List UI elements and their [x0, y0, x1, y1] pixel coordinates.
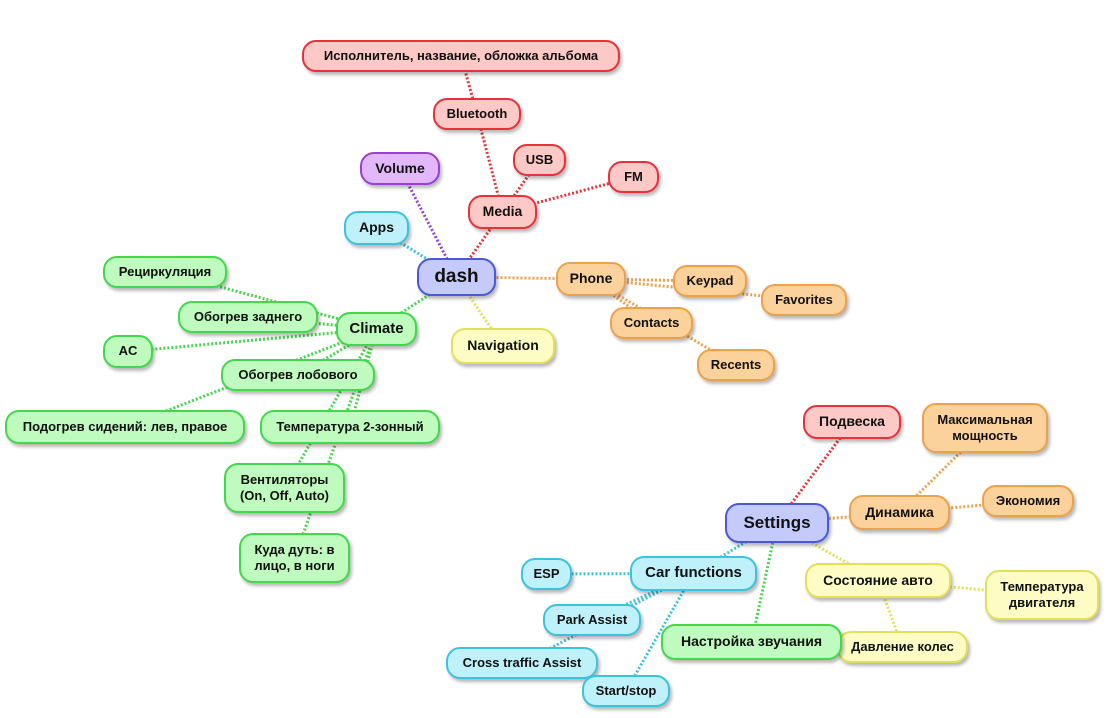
node-bluetooth[interactable]: Bluetooth — [433, 98, 521, 130]
connector-climate-to-ac — [127, 327, 377, 353]
node-volume[interactable]: Volume — [360, 152, 440, 185]
node-fans[interactable]: Вентиляторы (On, Off, Auto) — [224, 463, 345, 513]
node-car-functions[interactable]: Car functions — [630, 556, 757, 591]
node-keypad[interactable]: Keypad — [673, 265, 747, 297]
node-esp[interactable]: ESP — [521, 558, 572, 590]
node-car-state[interactable]: Состояние авто — [805, 563, 951, 598]
node-start-stop[interactable]: Start/stop — [582, 675, 670, 707]
node-settings[interactable]: Settings — [725, 503, 829, 543]
node-temperature[interactable]: Температура 2-зонный — [260, 410, 440, 444]
node-contacts[interactable]: Contacts — [610, 307, 693, 339]
node-windshield-heating[interactable]: Обогрев лобового — [221, 359, 375, 391]
node-suspension[interactable]: Подвеска — [803, 405, 901, 439]
node-economy[interactable]: Экономия — [982, 485, 1074, 517]
node-park-assist[interactable]: Park Assist — [543, 604, 641, 636]
node-airflow[interactable]: Куда дуть: в лицо, в ноги — [239, 533, 350, 583]
node-rear-heating[interactable]: Обогрев заднего — [178, 301, 318, 333]
node-navigation[interactable]: Navigation — [451, 328, 555, 364]
node-favorites[interactable]: Favorites — [761, 284, 847, 316]
node-recents[interactable]: Recents — [697, 349, 775, 381]
node-recirculation[interactable]: Рециркуляция — [103, 256, 227, 288]
node-engine-temp[interactable]: Температура двигателя — [985, 570, 1099, 620]
node-apps[interactable]: Apps — [344, 211, 409, 245]
connector-climate-to-windshield-heating — [297, 327, 378, 377]
node-media[interactable]: Media — [468, 195, 537, 229]
node-cross-traffic[interactable]: Cross traffic Assist — [446, 647, 598, 679]
node-usb[interactable]: USB — [513, 144, 566, 176]
connector-climate-to-fans — [283, 328, 378, 489]
node-fm[interactable]: FM — [608, 161, 659, 193]
node-max-power[interactable]: Максимальная мощность — [922, 403, 1048, 453]
node-artist-info[interactable]: Исполнитель, название, обложка альбома — [302, 40, 620, 72]
node-dash-root[interactable]: dash — [417, 258, 496, 296]
node-phone[interactable]: Phone — [556, 262, 626, 296]
node-sound-settings[interactable]: Настройка звучания — [661, 624, 842, 660]
node-dynamics[interactable]: Динамика — [849, 495, 950, 530]
node-ac[interactable]: AC — [103, 335, 153, 368]
connector-car-functions-to-start-stop — [624, 572, 695, 692]
node-climate[interactable]: Climate — [336, 312, 417, 346]
node-seat-heating[interactable]: Подогрев сидений: лев, правое — [5, 410, 245, 444]
node-tire-pressure[interactable]: Давление колес — [837, 631, 968, 663]
